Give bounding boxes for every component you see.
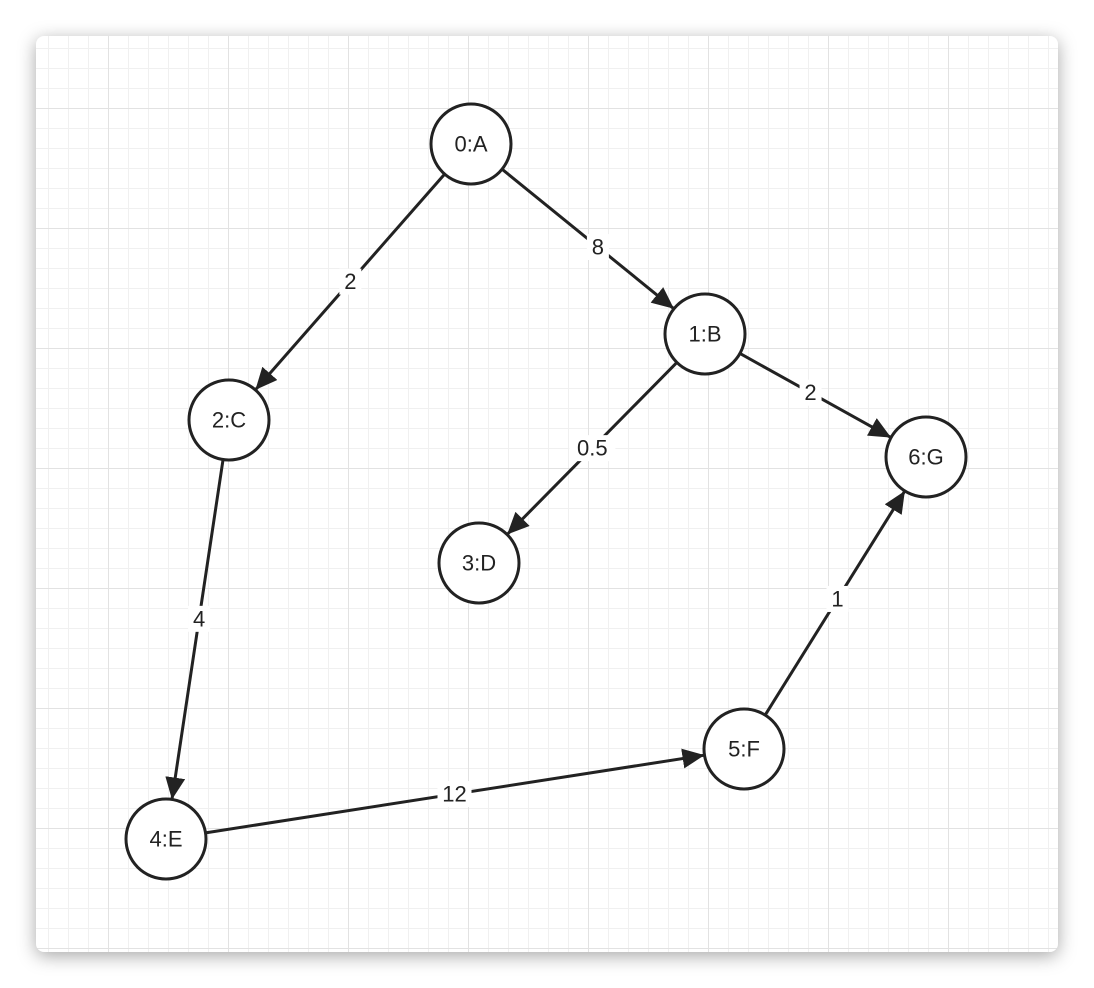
edges-layer: [165, 168, 906, 835]
node-b[interactable]: 1:B: [663, 292, 747, 376]
edge-labels-layer: 8 2 2 0.5 4 12 1: [188, 234, 849, 808]
edge-weight-text: 1: [831, 586, 843, 611]
nodes-layer: 0:A 1:B 2:C 3:D 4:E 5:F 6:G: [124, 102, 968, 881]
edge-label-background: [826, 585, 849, 612]
edge-weight-text: 2: [804, 380, 816, 405]
node-label: 2:C: [212, 408, 246, 433]
node-circle[interactable]: [663, 292, 747, 376]
node-e[interactable]: 4:E: [124, 797, 208, 881]
edge-weight-label: 4: [188, 605, 211, 632]
node-label: 6:G: [908, 445, 943, 470]
node-f[interactable]: 5:F: [702, 707, 786, 791]
edge-weight-label: 12: [437, 781, 472, 808]
node-circle[interactable]: [187, 378, 271, 462]
edge-label-background: [586, 234, 609, 261]
node-d[interactable]: 3:D: [437, 521, 521, 605]
edge-weight-text: 12: [442, 782, 466, 807]
edge-label-background: [188, 605, 211, 632]
node-g[interactable]: 6:G: [884, 415, 968, 499]
node-circle[interactable]: [429, 102, 513, 186]
node-circle[interactable]: [702, 707, 786, 791]
edge-weight-label: 8: [586, 234, 609, 261]
edge-weight-text: 4: [193, 606, 205, 631]
node-label: 3:D: [462, 551, 496, 576]
edge-label-background: [569, 435, 616, 462]
node-c[interactable]: 2:C: [187, 378, 271, 462]
node-circle[interactable]: [437, 521, 521, 605]
edge-weight-text: 8: [592, 235, 604, 260]
edge-label-background: [799, 379, 822, 406]
node-circle[interactable]: [884, 415, 968, 499]
node-label: 5:F: [728, 737, 760, 762]
edge-weight-label: 1: [826, 585, 849, 612]
edge-weight-text: 0.5: [577, 436, 608, 461]
node-label: 4:E: [149, 827, 182, 852]
edge-weight-label: 0.5: [569, 435, 616, 462]
edge-weight-label: 2: [339, 268, 362, 295]
node-label: 0:A: [454, 132, 487, 157]
node-label: 1:B: [688, 322, 721, 347]
node-a[interactable]: 0:A: [429, 102, 513, 186]
node-circle[interactable]: [124, 797, 208, 881]
edge-label-background: [437, 781, 472, 808]
edge-weight-text: 2: [344, 269, 356, 294]
edge-label-background: [339, 268, 362, 295]
edge-weight-label: 2: [799, 379, 822, 406]
